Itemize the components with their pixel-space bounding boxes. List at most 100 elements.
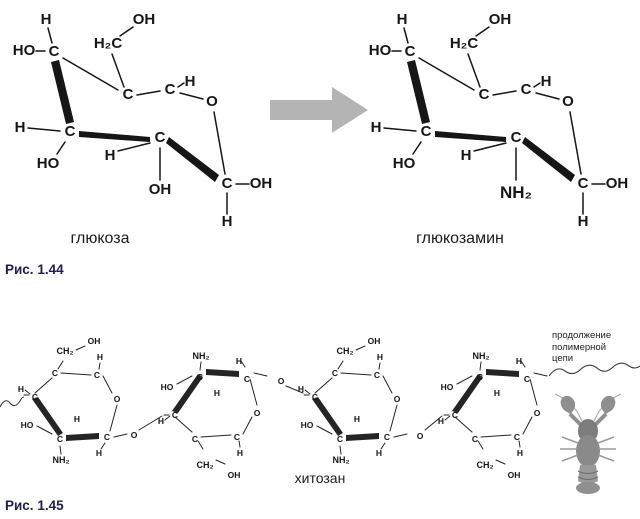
atom-label: HO <box>393 155 416 172</box>
atom-label: H <box>222 213 233 230</box>
atom-label: HO <box>369 42 392 59</box>
atom-label: C <box>452 410 458 420</box>
glucose-label: глюкоза <box>70 230 130 247</box>
atom-label: OH <box>368 336 381 346</box>
atom-label: H <box>74 414 80 424</box>
atom-label: H <box>376 448 382 458</box>
atom-label: NH₂ <box>53 455 70 465</box>
atom-label: C <box>49 43 60 60</box>
atom-label: HO <box>13 42 36 59</box>
atom-label: C <box>57 434 63 444</box>
atom-label: CH₂ <box>57 346 74 356</box>
atom-label: H <box>185 73 196 90</box>
monomer-ring-1 <box>23 345 128 455</box>
atom-label: OH <box>88 336 101 346</box>
atom-label: C <box>405 43 416 60</box>
atom-label: HO <box>161 382 174 392</box>
atom-label: O <box>417 431 424 441</box>
fig-1-44-caption: Рис. 1.44 <box>5 262 64 277</box>
atom-label: NH₂ <box>500 183 532 202</box>
atom-label: H₂C <box>450 35 478 52</box>
monomer-ring-4 <box>443 360 548 465</box>
atom-label: HO <box>441 382 454 392</box>
atom-label: OH <box>606 175 629 192</box>
atom-label: HO <box>21 420 34 430</box>
polymer-continuation-note: продолжение полимерной цепи <box>552 330 612 365</box>
atom-label: C <box>477 372 483 382</box>
polymer-squiggle-right <box>548 362 640 377</box>
atom-label: CH₂ <box>197 460 214 470</box>
chitosan-label: хитозан <box>294 470 346 486</box>
atom-label: H <box>516 356 522 366</box>
atom-label: H <box>15 119 26 136</box>
atom-label: OH <box>250 175 273 192</box>
atom-label: H <box>41 11 52 28</box>
atom-label: C <box>472 434 478 444</box>
atom-label: NH₂ <box>333 455 350 465</box>
atom-label: C <box>52 368 58 378</box>
atom-label: C <box>155 129 166 146</box>
atom-label: H <box>517 448 523 458</box>
atom-label: O <box>534 408 541 418</box>
atom-label: C <box>192 434 198 444</box>
atom-label: C <box>521 81 532 98</box>
reaction-arrow-icon <box>270 87 368 133</box>
atom-label: H₂C <box>94 35 122 52</box>
atom-label: OH <box>508 470 521 480</box>
atom-label: C <box>197 372 203 382</box>
atom-label: C <box>511 129 522 146</box>
atom-label: H <box>494 388 500 398</box>
atom-label: C <box>104 432 110 442</box>
atom-label: C <box>514 432 520 442</box>
atom-label: CH₂ <box>477 460 494 470</box>
atom-label: C <box>165 81 176 98</box>
atom-label: H <box>438 416 444 426</box>
atom-label: C <box>332 368 338 378</box>
atom-label: O <box>131 430 138 440</box>
atom-label: C <box>421 123 432 140</box>
atom-label: H <box>237 448 243 458</box>
atom-label: C <box>65 123 76 140</box>
atom-label: H <box>158 416 164 426</box>
monomer-ring-2 <box>163 360 268 465</box>
atom-label: H <box>354 414 360 424</box>
atom-label: C <box>374 370 380 380</box>
polymer-squiggle-left <box>0 396 25 408</box>
atom-label: C <box>312 392 318 402</box>
atom-label: C <box>123 86 134 103</box>
atom-label: C <box>479 86 490 103</box>
glucosamine-label: глюкозамин <box>416 230 504 247</box>
atom-label: O <box>254 408 261 418</box>
atom-label: OH <box>133 11 156 28</box>
lobster-image <box>554 393 622 494</box>
atom-label: H <box>377 352 383 362</box>
atom-label: O <box>206 93 218 110</box>
atom-label: H <box>97 352 103 362</box>
atom-label: CH₂ <box>337 346 354 356</box>
atom-label: H <box>18 384 24 394</box>
atom-label: C <box>337 434 343 444</box>
atom-label: C <box>172 410 178 420</box>
atom-label: H <box>371 119 382 136</box>
atom-label: OH <box>228 470 241 480</box>
atom-label: C <box>234 432 240 442</box>
atom-label: H <box>96 448 102 458</box>
atom-label: C <box>222 175 233 192</box>
atom-label: O <box>114 394 121 404</box>
fig-1-45-caption: Рис. 1.45 <box>5 498 64 513</box>
atom-label: O <box>394 394 401 404</box>
atom-label: C <box>94 370 100 380</box>
atom-label: OH <box>489 11 512 28</box>
atom-label: H <box>578 213 589 230</box>
atom-label: HO <box>301 420 314 430</box>
atom-label: C <box>524 374 530 384</box>
atom-label: H <box>214 388 220 398</box>
atom-label: H <box>541 73 552 90</box>
atom-label: NH₂ <box>473 351 490 361</box>
atom-label: C <box>578 175 589 192</box>
